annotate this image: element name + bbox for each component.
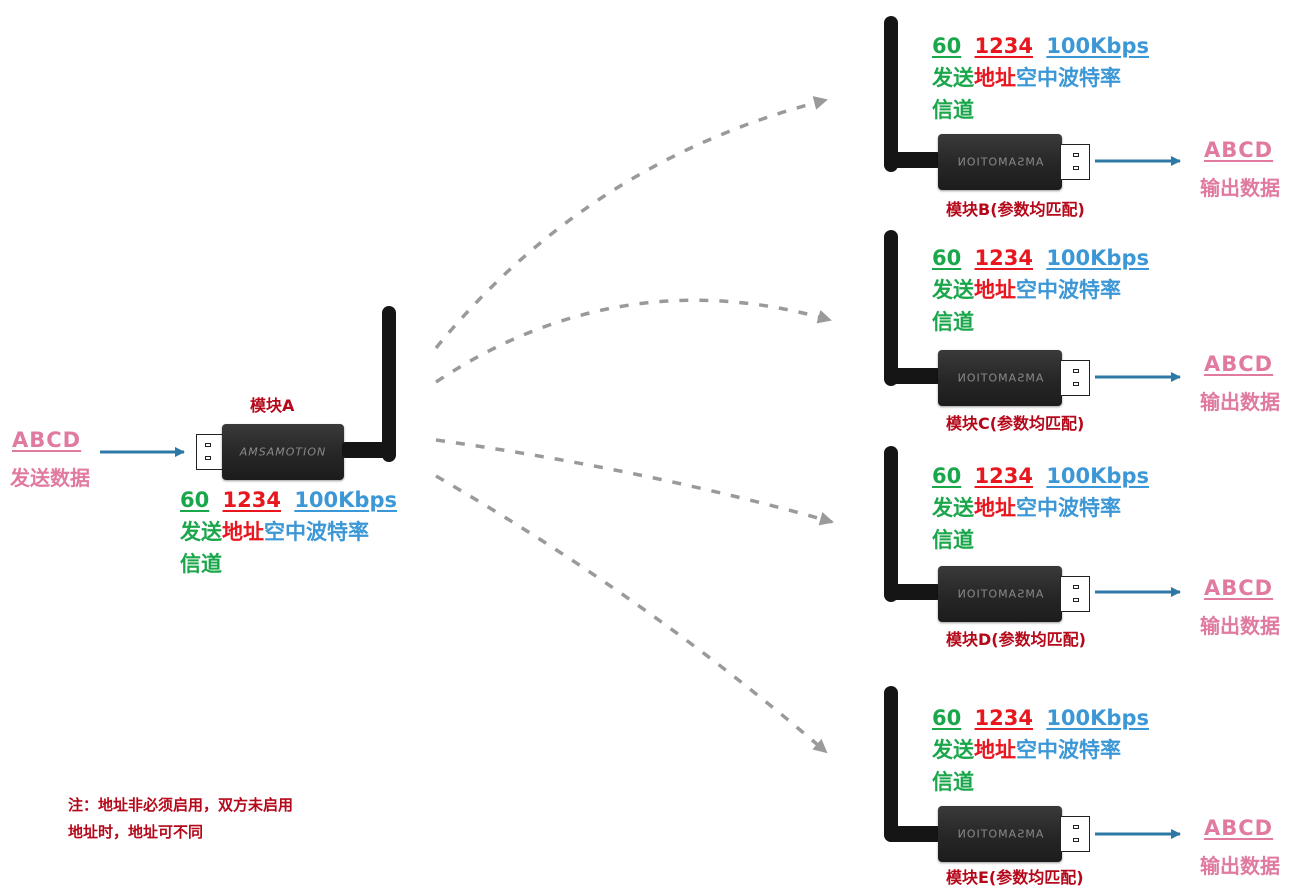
send-label: 发送 (932, 496, 974, 520)
receiver-c-params: 60 1234 100Kbps 发送地址空中波特率 信道 (932, 242, 1149, 338)
rate-value: 100Kbps (1046, 706, 1149, 730)
module-a-antenna (382, 306, 396, 462)
receiver-b-output-label: 输出数据 (1200, 176, 1280, 200)
address-value: 1234 (974, 706, 1033, 730)
dashed-path-to-b (434, 96, 828, 350)
address-value: 1234 (974, 34, 1033, 58)
receiver-b-device: AMSAMOTION (938, 134, 1062, 190)
rate-value: 100Kbps (1046, 464, 1149, 488)
dashed-path-to-e (435, 474, 828, 754)
receiver-d-output-data: ABCD (1204, 576, 1274, 600)
receiver-b-antenna-base (888, 152, 940, 168)
footnote-line-1: 注：地址非必须启用，双方未启用 (68, 796, 294, 814)
receiver-c-brand: AMSAMOTION (956, 371, 1044, 385)
receiver-d-antenna-base (888, 584, 940, 600)
receiver-d-antenna (884, 446, 898, 602)
receiver-e-usb-connector (1060, 816, 1090, 852)
channel-value: 60 (932, 464, 962, 488)
receiver-d-output-label: 输出数据 (1200, 614, 1280, 638)
address-label: 地址 (974, 66, 1016, 90)
rate-value: 100Kbps (1046, 34, 1149, 58)
receiver-e-antenna (884, 686, 898, 842)
module-a-device: AMSAMOTION (222, 424, 344, 480)
receiver-e-antenna-base (888, 826, 940, 842)
rate-label: 空中波特率 (1016, 66, 1121, 90)
channel-label: 信道 (932, 770, 974, 794)
rate-value: 100Kbps (1046, 246, 1149, 270)
rate-label: 空中波特率 (1016, 738, 1121, 762)
receiver-b-params: 60 1234 100Kbps 发送地址空中波特率 信道 (932, 30, 1149, 126)
channel-value: 60 (932, 246, 962, 270)
channel-value: 60 (180, 488, 210, 512)
receiver-d-label: 模块D(参数均匹配) (946, 630, 1086, 649)
module-a-brand: AMSAMOTION (239, 445, 327, 459)
address-value: 1234 (222, 488, 281, 512)
address-label: 地址 (974, 278, 1016, 302)
receiver-e-params: 60 1234 100Kbps 发送地址空中波特率 信道 (932, 702, 1149, 798)
channel-label: 信道 (932, 310, 974, 334)
send-label: 发送 (932, 278, 974, 302)
module-a-params: 60 1234 100Kbps 发送地址空中波特率 信道 (180, 484, 397, 580)
address-label: 地址 (974, 496, 1016, 520)
send-label: 发送 (932, 66, 974, 90)
receiver-e-output-label: 输出数据 (1200, 854, 1280, 878)
receiver-c-antenna-base (888, 368, 940, 384)
footnote: 注：地址非必须启用，双方未启用 地址时，地址可不同 (68, 792, 293, 846)
module-a-antenna-base (342, 442, 394, 458)
receiver-c-antenna (884, 230, 898, 386)
input-label: 发送数据 (10, 466, 90, 490)
receiver-b-label: 模块B(参数均匹配) (946, 200, 1085, 219)
receiver-c-output-label: 输出数据 (1200, 390, 1280, 414)
address-label: 地址 (222, 520, 264, 544)
receiver-b-antenna (884, 16, 898, 172)
send-label: 发送 (932, 738, 974, 762)
rate-label: 空中波特率 (1016, 496, 1121, 520)
send-label: 发送 (180, 520, 222, 544)
channel-label: 信道 (932, 98, 974, 122)
receiver-e-brand: AMSAMOTION (956, 827, 1044, 841)
receiver-d-device: AMSAMOTION (938, 566, 1062, 622)
dashed-path-to-c (435, 298, 832, 384)
receiver-e-label: 模块E(参数均匹配) (946, 868, 1084, 887)
receiver-b-brand: AMSAMOTION (956, 155, 1044, 169)
receiver-d-usb-connector (1060, 576, 1090, 612)
rate-label: 空中波特率 (1016, 278, 1121, 302)
address-value: 1234 (974, 464, 1033, 488)
rate-label: 空中波特率 (264, 520, 369, 544)
receiver-b-usb-connector (1060, 144, 1090, 180)
channel-label: 信道 (180, 552, 222, 576)
receiver-d-brand: AMSAMOTION (956, 587, 1044, 601)
module-a-usb-connector (196, 434, 224, 470)
input-data: ABCD (12, 428, 82, 452)
module-a-label: 模块A (250, 396, 295, 415)
receiver-d-params: 60 1234 100Kbps 发送地址空中波特率 信道 (932, 460, 1149, 556)
address-value: 1234 (974, 246, 1033, 270)
address-label: 地址 (974, 738, 1016, 762)
receiver-c-output-data: ABCD (1204, 352, 1274, 376)
receiver-c-label: 模块C(参数均匹配) (946, 414, 1085, 433)
channel-label: 信道 (932, 528, 974, 552)
channel-value: 60 (932, 34, 962, 58)
rate-value: 100Kbps (294, 488, 397, 512)
receiver-e-output-data: ABCD (1204, 816, 1274, 840)
receiver-e-device: AMSAMOTION (938, 806, 1062, 862)
channel-value: 60 (932, 706, 962, 730)
receiver-b-output-data: ABCD (1204, 138, 1274, 162)
footnote-line-2: 地址时，地址可不同 (68, 823, 204, 841)
receiver-c-usb-connector (1060, 360, 1090, 396)
receiver-c-device: AMSAMOTION (938, 350, 1062, 406)
